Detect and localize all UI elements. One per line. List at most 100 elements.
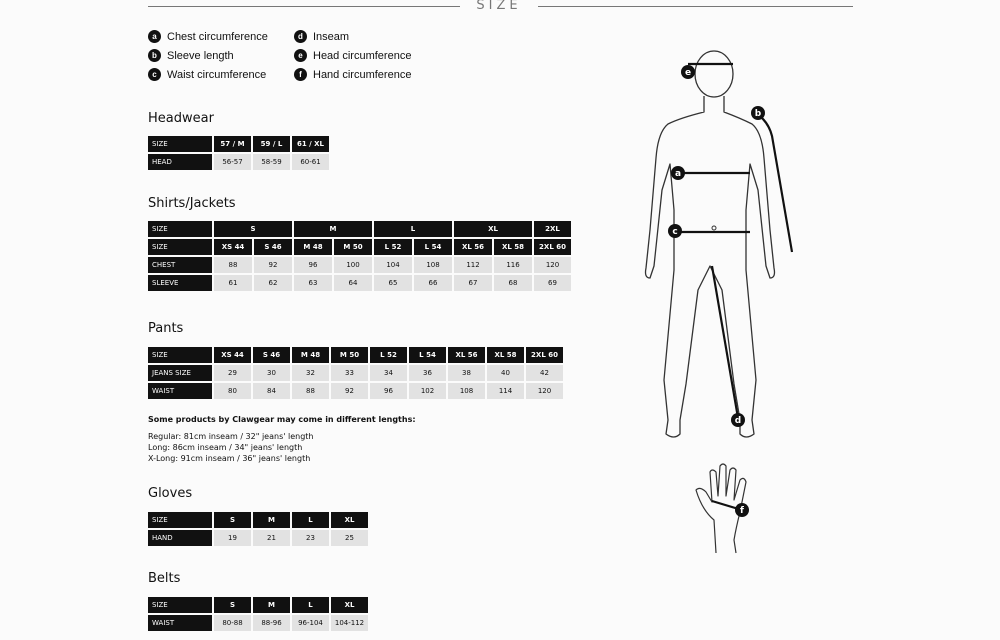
- pants-table: SIZE XS 44 S 46 M 48 M 50 L 52 L 54 XL 5…: [146, 345, 565, 401]
- page-title: SIZE: [476, 0, 522, 13]
- measurement-lines: [676, 62, 794, 419]
- table-row: SIZE XS 44 S 46 M 48 M 50 L 52 L 54 XL 5…: [148, 239, 571, 255]
- size-header: XL 56: [454, 239, 492, 255]
- row-label: SIZE: [148, 136, 212, 152]
- size-header: S: [214, 597, 251, 613]
- size-header: M 50: [331, 347, 368, 363]
- marker-d-icon: d: [294, 30, 307, 43]
- size-group-header: XL: [454, 221, 532, 237]
- size-header: S: [214, 512, 251, 528]
- size-header: XS 44: [214, 239, 252, 255]
- table-cell: 104: [374, 257, 412, 273]
- size-group-header: S: [214, 221, 292, 237]
- table-cell: 62: [254, 275, 292, 291]
- hand-outline: [695, 463, 747, 554]
- table-cell: 19: [214, 530, 251, 546]
- sleeve-measure-line: [753, 111, 794, 253]
- size-header: 2XL 60: [526, 347, 563, 363]
- legend-item: d Inseam: [294, 30, 349, 43]
- table-cell: 63: [294, 275, 332, 291]
- gloves-table: SIZE S M L XL HAND 19 21 23 25: [146, 510, 370, 548]
- row-label: CHEST: [148, 257, 212, 273]
- notes-heading: Some products by Clawgear may come in di…: [148, 415, 416, 424]
- size-header: XL 56: [448, 347, 485, 363]
- table-cell: 21: [253, 530, 290, 546]
- size-header: XL 58: [494, 239, 532, 255]
- table-cell: 114: [487, 383, 524, 399]
- size-header: XL: [331, 597, 368, 613]
- table-cell: 92: [254, 257, 292, 273]
- table-row: WAIST 80 84 88 92 96 102 108 114 120: [148, 383, 563, 399]
- size-header: M: [253, 597, 290, 613]
- svg-text:d: d: [735, 416, 741, 426]
- table-cell: 67: [454, 275, 492, 291]
- table-cell: 42: [526, 365, 563, 381]
- row-label: SIZE: [148, 239, 212, 255]
- table-cell: 69: [534, 275, 571, 291]
- table-cell: 65: [374, 275, 412, 291]
- legend-item: e Head circumference: [294, 49, 411, 62]
- marker-a-icon: a: [148, 30, 161, 43]
- table-cell: 34: [370, 365, 407, 381]
- section-title-shirts: Shirts/Jackets: [148, 196, 236, 211]
- table-cell: 56-57: [214, 154, 251, 170]
- table-cell: 30: [253, 365, 290, 381]
- header-rule-left: [148, 6, 460, 7]
- table-cell: 32: [292, 365, 329, 381]
- row-label: JEANS SIZE: [148, 365, 212, 381]
- marker-c-icon: c: [148, 68, 161, 81]
- legend-label: Inseam: [313, 30, 350, 43]
- row-label: SIZE: [148, 597, 212, 613]
- size-header: L 54: [409, 347, 446, 363]
- svg-text:b: b: [755, 109, 762, 119]
- table-cell: 108: [448, 383, 485, 399]
- table-cell: 112: [454, 257, 492, 273]
- row-label: SLEEVE: [148, 275, 212, 291]
- table-row: CHEST 88 92 96 100 104 108 112 116 120: [148, 257, 571, 273]
- section-title-gloves: Gloves: [148, 486, 193, 501]
- legend-label: Sleeve length: [167, 49, 234, 62]
- size-header: M 48: [294, 239, 332, 255]
- marker-d-icon: d: [731, 413, 745, 427]
- marker-f-icon: f: [294, 68, 307, 81]
- table-cell: 102: [409, 383, 446, 399]
- size-header: M 48: [292, 347, 329, 363]
- table-row: SIZE S M L XL: [148, 512, 368, 528]
- marker-c-icon: c: [668, 224, 682, 238]
- table-row: SLEEVE 61 62 63 64 65 66 67 68 69: [148, 275, 571, 291]
- table-cell: 38: [448, 365, 485, 381]
- size-header: L 54: [414, 239, 452, 255]
- svg-text:a: a: [675, 169, 681, 179]
- size-header: M 50: [334, 239, 372, 255]
- marker-e-icon: e: [294, 49, 307, 62]
- table-cell: 88: [214, 257, 252, 273]
- table-row: HEAD 56-57 58-59 60-61: [148, 154, 329, 170]
- belts-table: SIZE S M L XL WAIST 80-88 88-96 96-104 1…: [146, 595, 370, 633]
- size-header: 2XL 60: [534, 239, 571, 255]
- table-cell: 36: [409, 365, 446, 381]
- size-group-header: M: [294, 221, 372, 237]
- size-header: 57 / M: [214, 136, 251, 152]
- table-cell: 29: [214, 365, 251, 381]
- body-outline: [644, 50, 776, 438]
- note-line: Long: 86cm inseam / 34" jeans' length: [148, 443, 303, 452]
- note-line: X-Long: 91cm inseam / 36" jeans' length: [148, 454, 311, 463]
- table-cell: 104-112: [331, 615, 368, 631]
- size-header: L 52: [374, 239, 412, 255]
- table-cell: 40: [487, 365, 524, 381]
- size-header: L 52: [370, 347, 407, 363]
- note-line: Regular: 81cm inseam / 32" jeans' length: [148, 432, 314, 441]
- table-row: SIZE XS 44 S 46 M 48 M 50 L 52 L 54 XL 5…: [148, 347, 563, 363]
- body-measurement-figure: e b a c d f: [644, 50, 794, 554]
- table-row: SIZE S M L XL: [148, 597, 368, 613]
- table-cell: 120: [526, 383, 563, 399]
- size-header: XL: [331, 512, 368, 528]
- legend-label: Head circumference: [313, 49, 412, 62]
- table-row: SIZE S M L XL 2XL: [148, 221, 571, 237]
- table-cell: 33: [331, 365, 368, 381]
- section-title-pants: Pants: [148, 321, 184, 336]
- size-header: L: [292, 512, 329, 528]
